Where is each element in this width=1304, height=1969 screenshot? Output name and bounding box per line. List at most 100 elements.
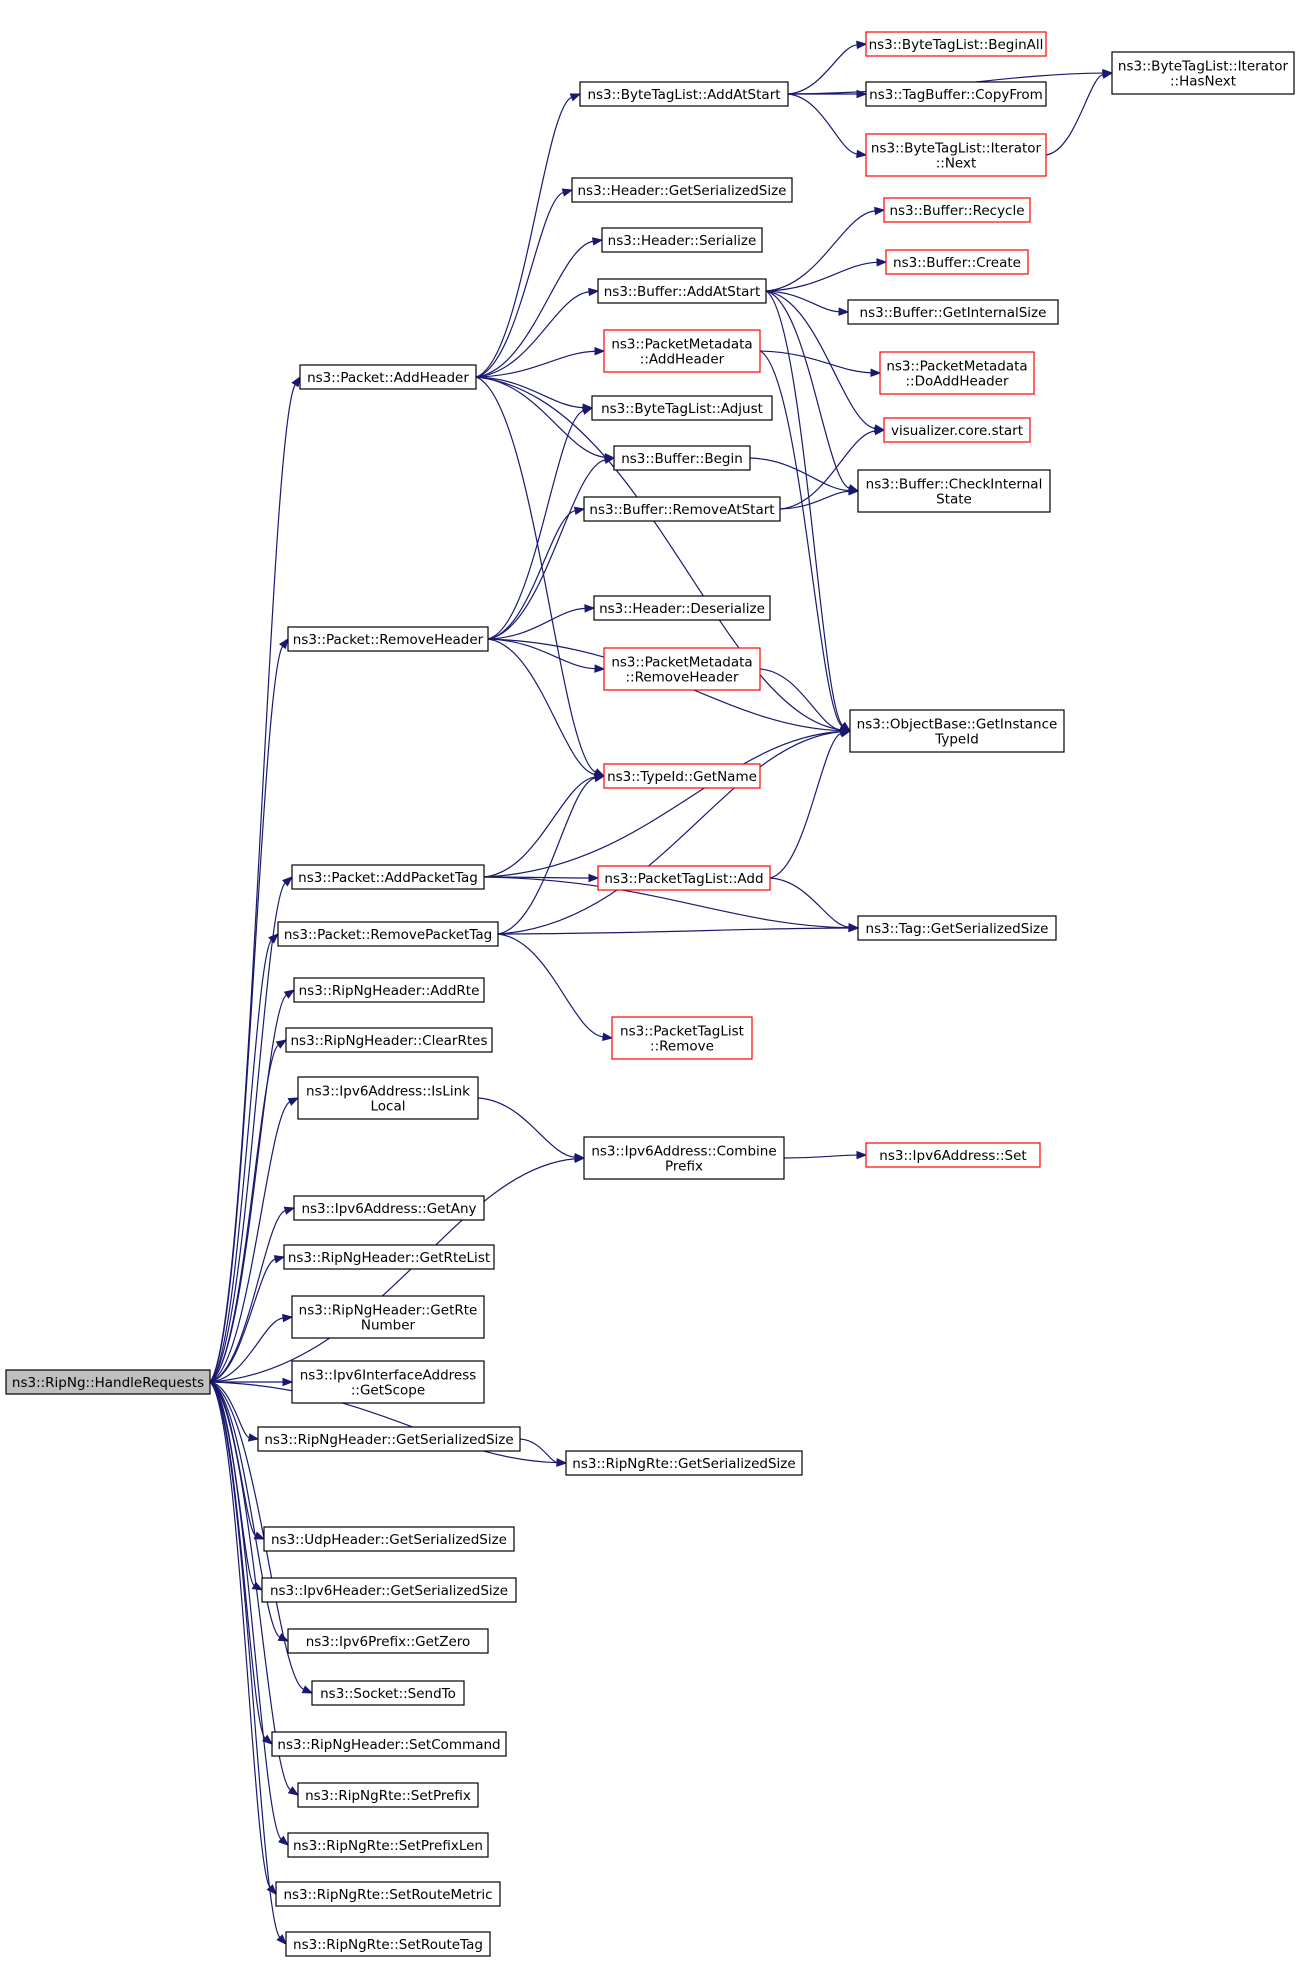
node-label: ns3::Ipv6Address::GetAny xyxy=(301,1201,476,1217)
node-label: ns3::RipNgHeader::GetRteList xyxy=(288,1250,490,1266)
node-rte-size[interactable]: ns3::RipNgRte::GetSerializedSize xyxy=(565,1450,803,1476)
arrowhead xyxy=(856,149,868,159)
edge-buf-add-at-start-to-buf-recycle xyxy=(765,206,886,292)
node-box xyxy=(865,81,1047,107)
node-label: ns3::TypeId::GetName xyxy=(607,769,757,785)
node-btl-adjust[interactable]: ns3::ByteTagList::Adjust xyxy=(591,395,773,421)
arrowhead xyxy=(593,773,606,783)
node-hdr-serialize[interactable]: ns3::Header::Serialize xyxy=(601,227,763,253)
node-buf-remove-at-start[interactable]: ns3::Buffer::RemoveAtStart xyxy=(583,496,781,522)
arrowhead xyxy=(261,1734,274,1745)
node-remove-packet-tag[interactable]: ns3::Packet::RemovePacketTag xyxy=(277,921,499,947)
node-buf-recycle[interactable]: ns3::Buffer::Recycle xyxy=(883,197,1031,223)
edge-line xyxy=(477,1097,576,1158)
node-rip-hdr-size[interactable]: ns3::RipNgHeader::GetSerializedSize xyxy=(257,1426,521,1452)
edge-root-to-get-rte-number xyxy=(209,1313,294,1383)
edge-line xyxy=(765,210,876,292)
node-udp-size[interactable]: ns3::UdpHeader::GetSerializedSize xyxy=(263,1526,515,1552)
arrowhead xyxy=(594,347,606,356)
edge-line xyxy=(483,776,596,878)
node-label: ns3::RipNgRte::GetSerializedSize xyxy=(572,1456,795,1472)
node-remove-header[interactable]: ns3::Packet::RemoveHeader xyxy=(287,626,489,652)
node-pm-add-header[interactable]: ns3::PacketMetadata::AddHeader xyxy=(603,329,761,373)
node-type-id-get-name[interactable]: ns3::TypeId::GetName xyxy=(603,763,761,789)
edge-combine-prefix-to-ipv6-addr-set xyxy=(783,1150,868,1160)
node-label: ns3::PacketMetadata xyxy=(611,337,752,353)
node-ptl-add[interactable]: ns3::PacketTagList::Add xyxy=(597,865,771,891)
node-label: State xyxy=(936,492,972,508)
node-pm-do-add-header[interactable]: ns3::PacketMetadata::DoAddHeader xyxy=(879,351,1035,395)
edge-buf-remove-at-start-to-buf-check-internal xyxy=(779,487,860,510)
node-btl-iter-has-next[interactable]: ns3::ByteTagList::Iterator::HasNext xyxy=(1111,51,1295,95)
node-get-any[interactable]: ns3::Ipv6Address::GetAny xyxy=(293,1195,485,1221)
node-pm-remove-header[interactable]: ns3::PacketMetadata::RemoveHeader xyxy=(603,647,761,691)
node-label: ::Remove xyxy=(650,1039,714,1055)
node-box xyxy=(885,249,1029,275)
edge-btl-add-at-start-to-btl-begin-all xyxy=(787,40,868,95)
node-viz-start[interactable]: visualizer.core.start xyxy=(883,417,1031,443)
node-label: ns3::Header::Deserialize xyxy=(599,601,765,617)
node-btl-add-at-start[interactable]: ns3::ByteTagList::AddAtStart xyxy=(579,81,789,107)
edge-line xyxy=(497,927,850,935)
edge-remove-packet-tag-to-tag-get-ser-size xyxy=(497,923,860,935)
node-buf-begin[interactable]: ns3::Buffer::Begin xyxy=(613,445,751,471)
node-set-route-tag[interactable]: ns3::RipNgRte::SetRouteTag xyxy=(285,1931,491,1957)
node-box xyxy=(293,977,485,1003)
node-get-zero[interactable]: ns3::Ipv6Prefix::GetZero xyxy=(287,1628,489,1654)
edge-line xyxy=(769,877,850,928)
node-label: ns3::Header::GetSerializedSize xyxy=(578,183,787,199)
node-set-route-metric[interactable]: ns3::RipNgRte::SetRouteMetric xyxy=(275,1881,501,1907)
node-buf-add-at-start[interactable]: ns3::Buffer::AddAtStart xyxy=(597,278,767,304)
arrowhead xyxy=(838,307,850,316)
node-tb-copy-from[interactable]: ns3::TagBuffer::CopyFrom xyxy=(865,81,1047,107)
edge-add-header-to-hdr-serialize xyxy=(475,237,604,378)
edge-btl-iter-next-to-btl-iter-has-next xyxy=(1045,70,1114,156)
node-add-header[interactable]: ns3::Packet::AddHeader xyxy=(299,364,477,390)
node-set-prefix-len[interactable]: ns3::RipNgRte::SetPrefixLen xyxy=(287,1832,489,1858)
node-buf-get-internal-size[interactable]: ns3::Buffer::GetInternalSize xyxy=(847,299,1059,325)
node-label: ns3::RipNgRte::SetPrefix xyxy=(305,1788,471,1804)
node-label: ns3::PacketTagList xyxy=(620,1024,744,1040)
node-root[interactable]: ns3::RipNg::HandleRequests xyxy=(5,1369,211,1395)
node-hdr-deserialize[interactable]: ns3::Header::Deserialize xyxy=(593,595,771,621)
node-label: ns3::Buffer::RemoveAtStart xyxy=(589,502,774,518)
node-buf-create[interactable]: ns3::Buffer::Create xyxy=(885,249,1029,275)
node-box xyxy=(571,177,793,203)
arrowhead xyxy=(581,406,594,415)
node-label: ns3::ByteTagList::BeginAll xyxy=(869,37,1044,53)
node-box xyxy=(593,595,771,621)
edge-is-link-local-to-combine-prefix xyxy=(477,1097,586,1162)
node-hdr-get-ser-size[interactable]: ns3::Header::GetSerializedSize xyxy=(571,177,793,203)
node-ipv6-addr-set[interactable]: ns3::Ipv6Address::Set xyxy=(865,1142,1041,1168)
edge-line xyxy=(475,191,564,378)
node-label: ns3::Packet::RemoveHeader xyxy=(293,632,484,648)
node-label: ns3::Tag::GetSerializedSize xyxy=(866,921,1049,937)
node-tag-get-ser-size[interactable]: ns3::Tag::GetSerializedSize xyxy=(857,915,1057,941)
node-add-packet-tag[interactable]: ns3::Packet::AddPacketTag xyxy=(291,864,485,890)
node-get-rte-list[interactable]: ns3::RipNgHeader::GetRteList xyxy=(283,1244,495,1270)
node-send-to[interactable]: ns3::Socket::SendTo xyxy=(311,1680,465,1706)
arrowhead xyxy=(287,1097,300,1106)
node-ipv6-hdr-size[interactable]: ns3::Ipv6Header::GetSerializedSize xyxy=(261,1577,517,1603)
edge-ptl-add-to-tag-get-ser-size xyxy=(769,877,860,932)
node-ptl-remove[interactable]: ns3::PacketTagList::Remove xyxy=(611,1016,753,1060)
edge-line xyxy=(475,291,590,378)
edge-line xyxy=(787,93,858,155)
node-label: ns3::RipNgRte::SetPrefixLen xyxy=(293,1838,483,1854)
node-btl-iter-next[interactable]: ns3::ByteTagList::Iterator::Next xyxy=(865,133,1047,177)
node-clear-rtes[interactable]: ns3::RipNgHeader::ClearRtes xyxy=(285,1027,493,1053)
node-btl-begin-all[interactable]: ns3::ByteTagList::BeginAll xyxy=(865,31,1047,57)
edge-line xyxy=(209,1381,558,1464)
node-set-prefix[interactable]: ns3::RipNgRte::SetPrefix xyxy=(297,1782,479,1808)
arrowhead xyxy=(278,1835,290,1846)
node-get-scope[interactable]: ns3::Ipv6InterfaceAddress::GetScope xyxy=(291,1360,485,1404)
node-label: Prefix xyxy=(665,1159,703,1175)
node-add-rte[interactable]: ns3::RipNgHeader::AddRte xyxy=(293,977,485,1003)
node-box xyxy=(277,921,499,947)
node-set-command[interactable]: ns3::RipNgHeader::SetCommand xyxy=(271,1731,507,1757)
